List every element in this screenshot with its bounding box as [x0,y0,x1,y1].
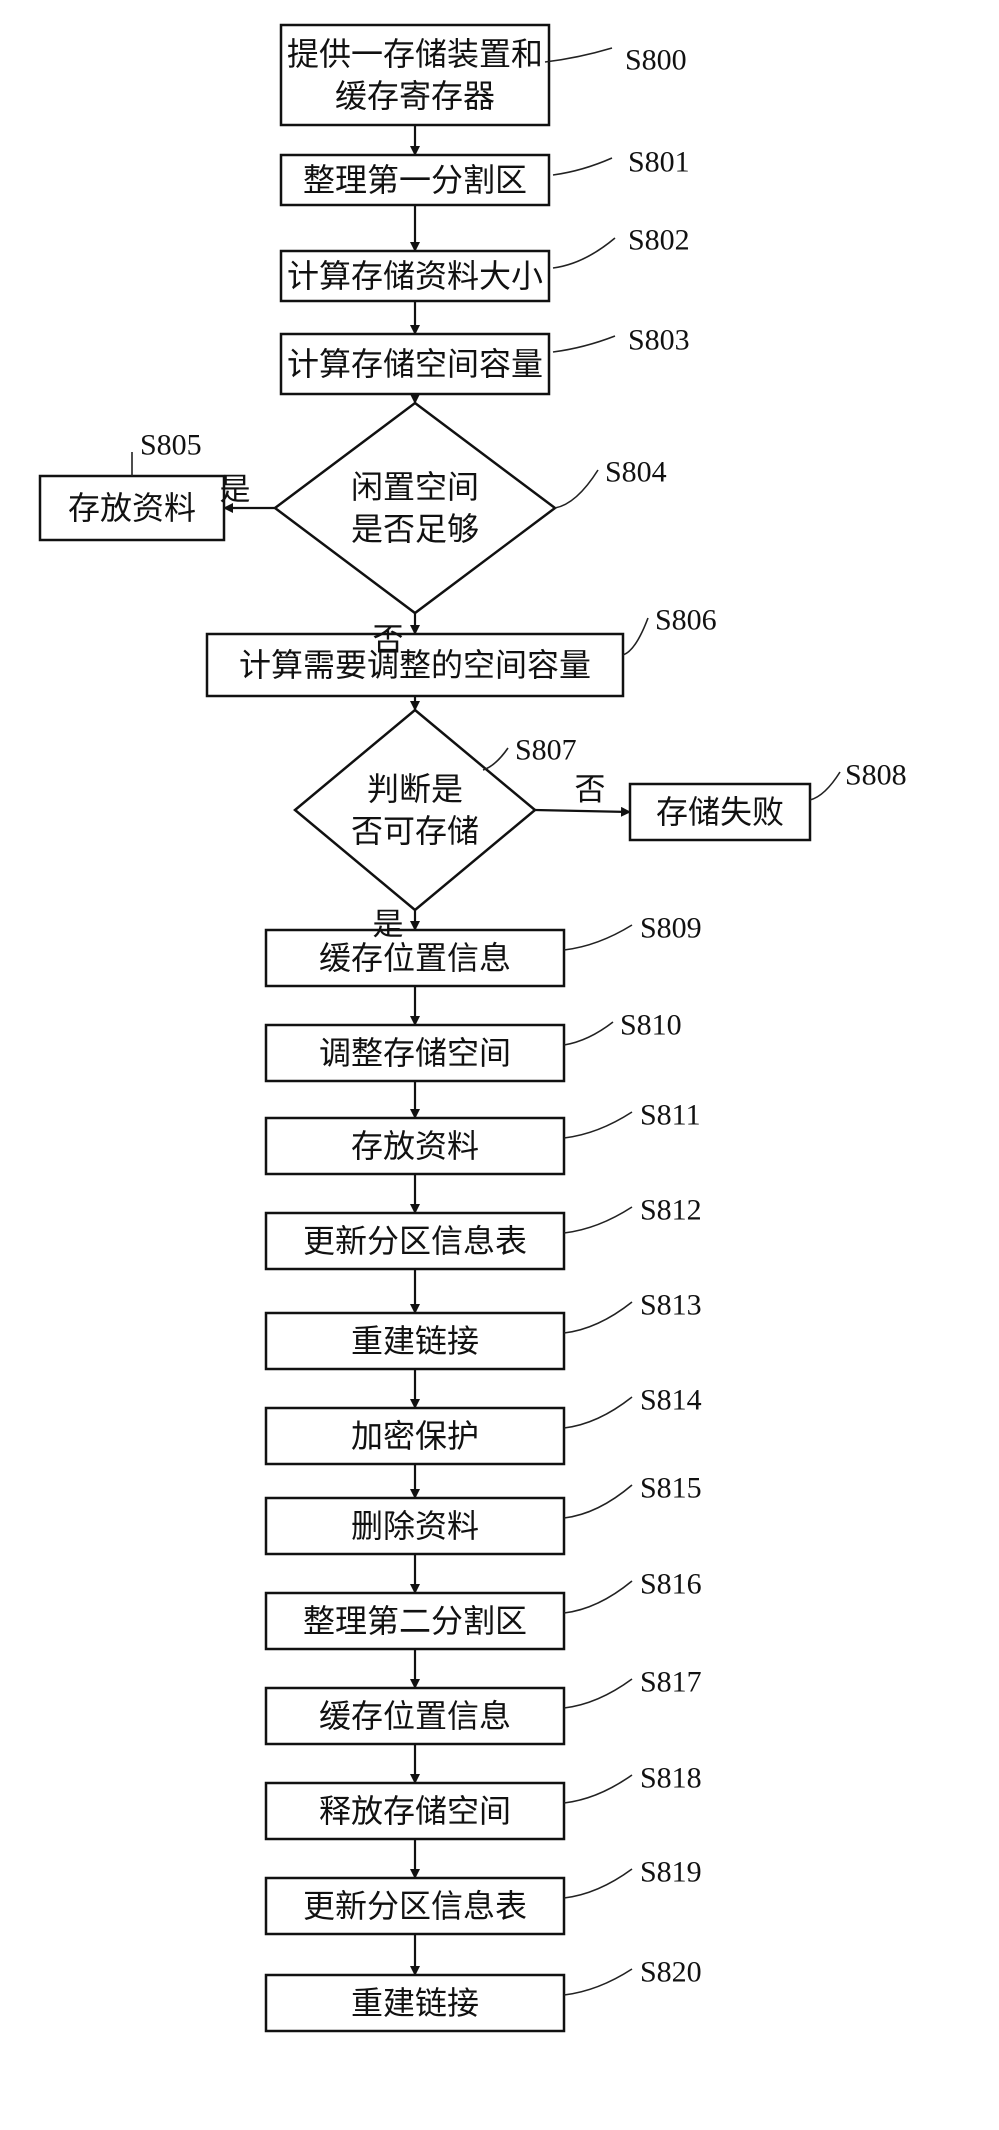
flow-arrow [535,810,630,812]
step-label: S819 [640,1856,702,1889]
step-label: S813 [640,1289,702,1322]
edge-label: 否 [575,772,606,808]
step-label: S803 [628,324,690,357]
flow-node-s800: 提供一存储装置和缓存寄存器 [281,25,549,125]
step-label: S804 [605,456,667,489]
node-text: 缓存位置信息 [319,1697,511,1735]
step-leader-line [564,1869,632,1898]
step-label: S811 [640,1099,701,1132]
step-leader-line [564,925,632,950]
step-label: S801 [628,146,690,179]
flow-node-s815: 删除资料 [266,1498,564,1554]
step-label: S815 [640,1472,702,1505]
decision-diamond [295,710,535,910]
step-label: S817 [640,1666,702,1699]
flow-node-s806: 计算需要调整的空间容量 [207,634,623,696]
step-label: S808 [845,759,907,792]
flow-node-s803: 计算存储空间容量 [281,334,549,394]
node-text: 更新分区信息表 [303,1222,527,1260]
step-leader-line [564,1581,632,1613]
node-text: 加密保护 [351,1417,479,1455]
step-leader-line [545,48,612,62]
decision-diamond [275,403,555,613]
flow-node-s814: 加密保护 [266,1408,564,1464]
step-label: S806 [655,604,717,637]
node-text: 计算存储空间容量 [287,345,543,383]
edge-label: 是 [373,907,404,943]
flow-node-s818: 释放存储空间 [266,1783,564,1839]
node-text: 存放资料 [68,489,196,527]
step-leader-line [564,1207,632,1233]
flow-node-s817: 缓存位置信息 [266,1688,564,1744]
node-text: 存储失败 [656,793,784,831]
node-text: 计算存储资料大小 [287,257,543,295]
step-leader-line [483,748,508,770]
node-text: 重建链接 [351,1322,479,1360]
node-text: 缓存位置信息 [319,939,511,977]
step-leader-line [564,1679,632,1708]
node-text: 判断是 [367,770,463,808]
flow-node-s807: 判断是否可存储 [295,710,535,910]
step-leader-line [553,336,615,352]
flow-node-s805: 存放资料 [40,476,224,540]
step-leader-line [564,1302,632,1333]
step-label: S814 [640,1384,702,1417]
node-text: 释放存储空间 [319,1792,511,1830]
step-leader-line [564,1969,632,1995]
step-label: S802 [628,224,690,257]
flow-node-s820: 重建链接 [266,1975,564,2031]
node-text: 是否足够 [351,510,479,548]
step-label: S818 [640,1762,702,1795]
node-text: 否可存储 [351,812,479,850]
node-text: 提供一存储装置和 [287,35,543,73]
step-leader-line [564,1485,632,1518]
step-label: S820 [640,1956,702,1989]
edge-label: 是 [220,472,251,508]
step-leader-line [564,1112,632,1138]
flow-node-s816: 整理第二分割区 [266,1593,564,1649]
step-label: S807 [515,734,577,767]
edge-label: 否 [373,622,404,658]
step-label: S812 [640,1194,702,1227]
step-label: S805 [140,429,202,462]
flow-node-s810: 调整存储空间 [266,1025,564,1081]
node-text: 缓存寄存器 [335,77,495,115]
flow-node-s813: 重建链接 [266,1313,564,1369]
flow-node-s809: 缓存位置信息 [266,930,564,986]
node-text: 闲置空间 [351,468,479,506]
step-leader-line [564,1022,613,1045]
node-text: 重建链接 [351,1984,479,2022]
step-label: S810 [620,1009,682,1042]
step-label: S800 [625,44,687,77]
flow-node-s802: 计算存储资料大小 [281,251,549,301]
node-text: 整理第一分割区 [303,161,527,199]
step-label: S809 [640,912,702,945]
step-leader-line [553,158,612,175]
node-text: 更新分区信息表 [303,1887,527,1925]
step-leader-line [810,772,840,800]
step-leader-line [623,618,648,655]
flow-node-s812: 更新分区信息表 [266,1213,564,1269]
node-text: 计算需要调整的空间容量 [239,646,591,684]
flow-node-s808: 存储失败 [630,784,810,840]
node-text: 整理第二分割区 [303,1602,527,1640]
flow-node-s811: 存放资料 [266,1118,564,1174]
node-text: 存放资料 [351,1127,479,1165]
node-text: 删除资料 [351,1507,479,1545]
step-leader-line [555,470,598,508]
step-label: S816 [640,1568,702,1601]
flow-node-s819: 更新分区信息表 [266,1878,564,1934]
flow-node-s804: 闲置空间是否足够 [275,403,555,613]
step-leader-line [564,1775,632,1803]
step-leader-line [564,1397,632,1428]
flow-node-s801: 整理第一分割区 [281,155,549,205]
node-text: 调整存储空间 [319,1034,511,1072]
step-leader-line [553,238,615,268]
